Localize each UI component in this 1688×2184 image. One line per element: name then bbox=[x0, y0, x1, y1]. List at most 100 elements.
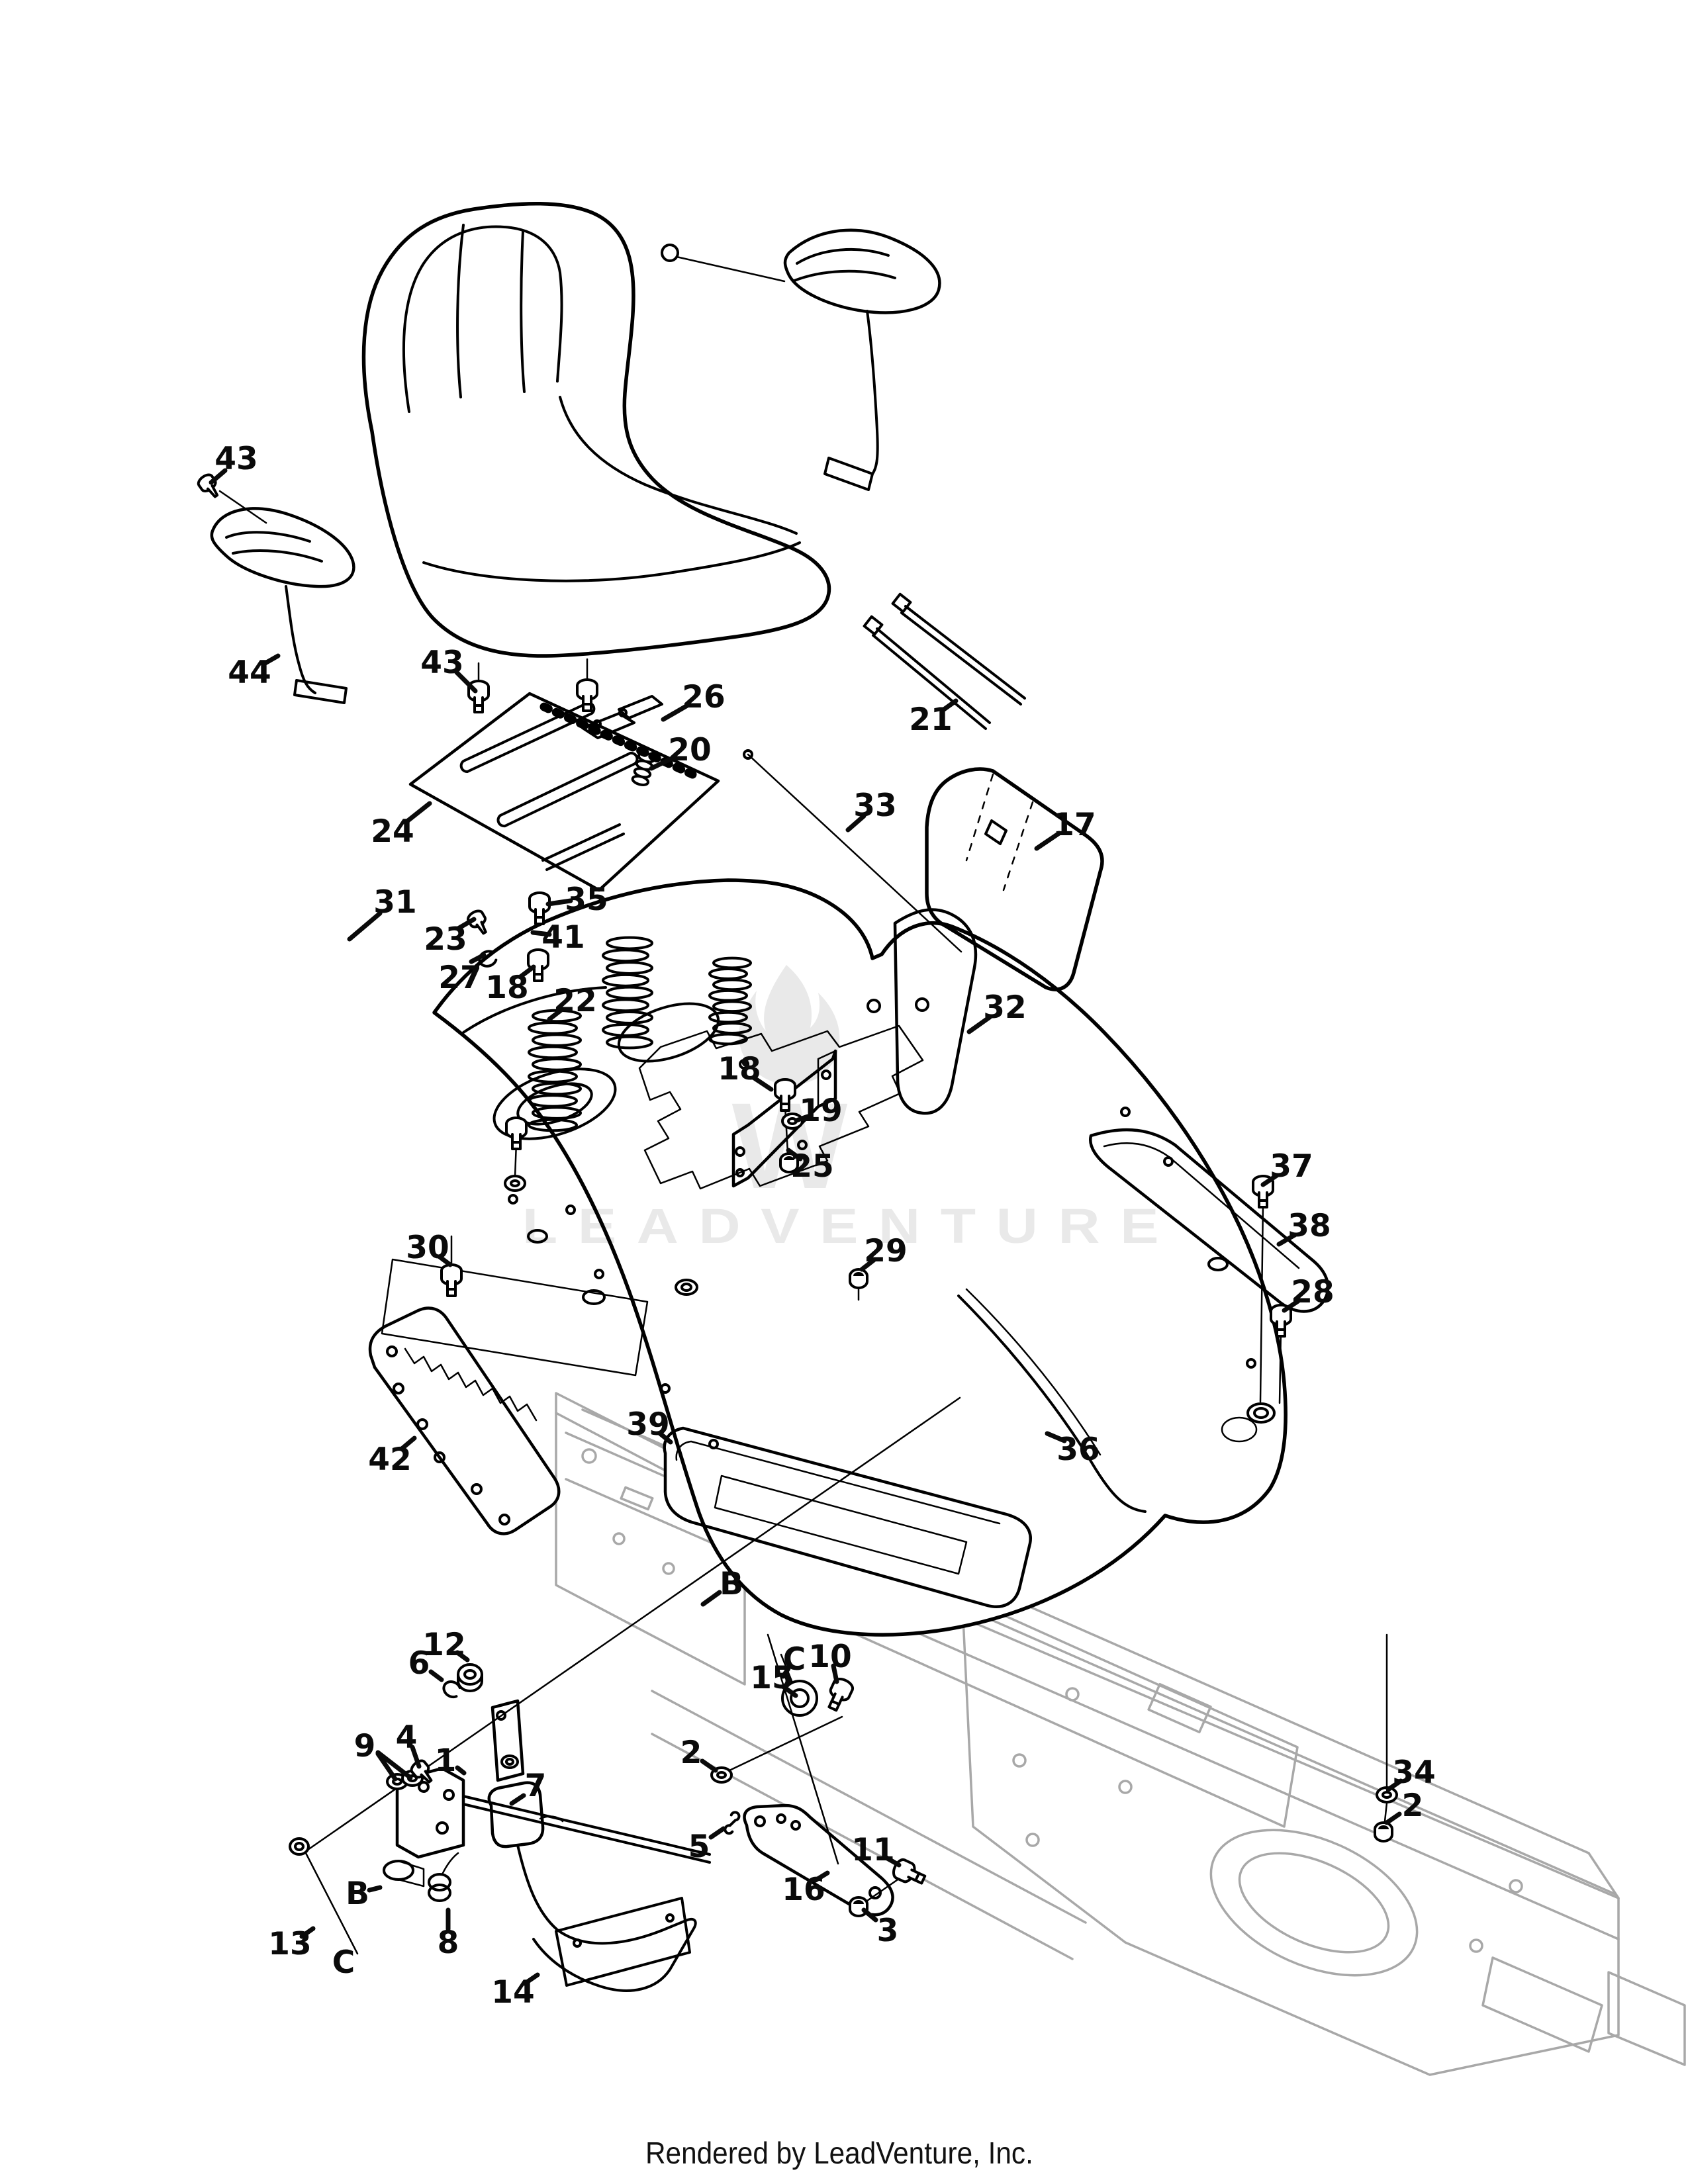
callout-leader bbox=[454, 670, 478, 694]
callout-leader bbox=[347, 911, 383, 942]
callout-leader bbox=[786, 1148, 803, 1161]
callout-12: 12 bbox=[422, 1627, 465, 1663]
callout-leader bbox=[209, 468, 228, 485]
callout-leader bbox=[657, 1431, 673, 1445]
callout-leader bbox=[1282, 1298, 1301, 1313]
callout-leader bbox=[1384, 1811, 1402, 1825]
callout-33: 33 bbox=[853, 788, 896, 824]
coil-spring bbox=[708, 956, 752, 1046]
bolt-icon bbox=[822, 1674, 857, 1715]
callout-43: 43 bbox=[420, 645, 463, 681]
callout-25: 25 bbox=[790, 1148, 833, 1185]
callout-21: 21 bbox=[909, 702, 952, 738]
callout-43: 43 bbox=[214, 441, 258, 477]
callout-27: 27 bbox=[438, 960, 481, 996]
callout-leader bbox=[410, 1745, 422, 1769]
callout-leader bbox=[455, 1650, 470, 1662]
callout-6: 6 bbox=[408, 1645, 430, 1682]
callout-leader bbox=[1260, 1173, 1280, 1187]
callout-26: 26 bbox=[682, 679, 725, 715]
callout-leader bbox=[428, 1669, 444, 1682]
callout-leader bbox=[1385, 1778, 1403, 1792]
watermark-text: LEADVENTURE bbox=[522, 1199, 1179, 1253]
callout-41: 41 bbox=[541, 919, 585, 956]
callout-leader bbox=[884, 1855, 902, 1868]
callout-leader bbox=[299, 1926, 316, 1939]
callout-leader bbox=[261, 653, 281, 666]
callout-31: 31 bbox=[373, 884, 416, 921]
callout-24: 24 bbox=[371, 813, 414, 850]
callout-16: 16 bbox=[782, 1872, 825, 1908]
callout-leader bbox=[781, 1684, 798, 1698]
callout-30: 30 bbox=[406, 1230, 449, 1266]
coil-spring bbox=[602, 936, 653, 1050]
callout-4: 4 bbox=[396, 1719, 418, 1756]
callout-leader bbox=[661, 702, 691, 722]
callout-leader bbox=[966, 1015, 992, 1034]
callout-B: B bbox=[720, 1566, 743, 1602]
nut-icon bbox=[1374, 1821, 1393, 1843]
callout-23: 23 bbox=[424, 921, 467, 958]
callout-leader bbox=[399, 1435, 417, 1451]
callout-leader bbox=[522, 1972, 540, 1986]
callout-leader bbox=[404, 801, 432, 824]
callout-leader bbox=[367, 1885, 383, 1893]
callout-28: 28 bbox=[1291, 1274, 1334, 1310]
callout-19: 19 bbox=[799, 1093, 842, 1129]
callout-2: 2 bbox=[1402, 1788, 1424, 1824]
bushing-icon bbox=[457, 1663, 483, 1692]
callout-42: 42 bbox=[368, 1441, 411, 1478]
callout-22: 22 bbox=[553, 983, 596, 1019]
callout-leader bbox=[845, 813, 867, 833]
bolt-icon bbox=[440, 1263, 463, 1297]
callout-17: 17 bbox=[1053, 807, 1096, 843]
flame-w-monogram-icon bbox=[739, 965, 840, 1085]
callout-35: 35 bbox=[565, 882, 608, 918]
callout-C: C bbox=[783, 1641, 806, 1678]
callout-1: 1 bbox=[435, 1743, 457, 1779]
callout-7: 7 bbox=[525, 1768, 547, 1804]
callout-leader bbox=[813, 1870, 830, 1883]
callout-leader bbox=[509, 1793, 526, 1806]
callout-leader bbox=[469, 952, 487, 964]
callout-leader bbox=[794, 1114, 810, 1123]
bolt-icon bbox=[505, 1116, 528, 1150]
washer-icon bbox=[504, 1175, 526, 1192]
callout-leader bbox=[1045, 1431, 1067, 1443]
callout-18: 18 bbox=[718, 1051, 761, 1087]
callout-2: 2 bbox=[680, 1735, 702, 1771]
callout-36: 36 bbox=[1056, 1432, 1100, 1468]
callout-9: 9 bbox=[354, 1728, 376, 1764]
cotter-icon bbox=[722, 1809, 741, 1837]
callout-39: 39 bbox=[626, 1406, 669, 1443]
callout-leader bbox=[649, 754, 677, 771]
callout-C: C bbox=[332, 1944, 355, 1981]
callout-10: 10 bbox=[808, 1639, 851, 1675]
callout-15: 15 bbox=[750, 1660, 793, 1696]
coil-springs bbox=[528, 936, 752, 1132]
callout-5: 5 bbox=[688, 1829, 710, 1865]
callout-11: 11 bbox=[851, 1832, 894, 1868]
detail-linework bbox=[218, 224, 1388, 1992]
callout-3: 3 bbox=[877, 1913, 899, 1949]
callout-leader bbox=[859, 1257, 876, 1272]
callout-37: 37 bbox=[1270, 1148, 1313, 1185]
callout-38: 38 bbox=[1288, 1208, 1331, 1244]
callout-leader bbox=[700, 1590, 722, 1607]
callout-32: 32 bbox=[983, 989, 1026, 1026]
callout-44: 44 bbox=[228, 655, 271, 691]
callout-leader bbox=[939, 698, 959, 713]
callout-18: 18 bbox=[485, 970, 528, 1006]
coil-spring bbox=[528, 1009, 582, 1132]
callout-14: 14 bbox=[491, 1974, 534, 2011]
callout-8: 8 bbox=[438, 1925, 459, 1961]
callout-leader bbox=[375, 1750, 413, 1780]
callout-leader bbox=[831, 1663, 839, 1684]
callout-leader bbox=[861, 1907, 878, 1923]
watermark: W LEADVENTURE bbox=[522, 965, 1179, 1253]
callout-34: 34 bbox=[1392, 1754, 1435, 1791]
callout-leader bbox=[1034, 831, 1062, 851]
callout-leader bbox=[455, 917, 477, 931]
